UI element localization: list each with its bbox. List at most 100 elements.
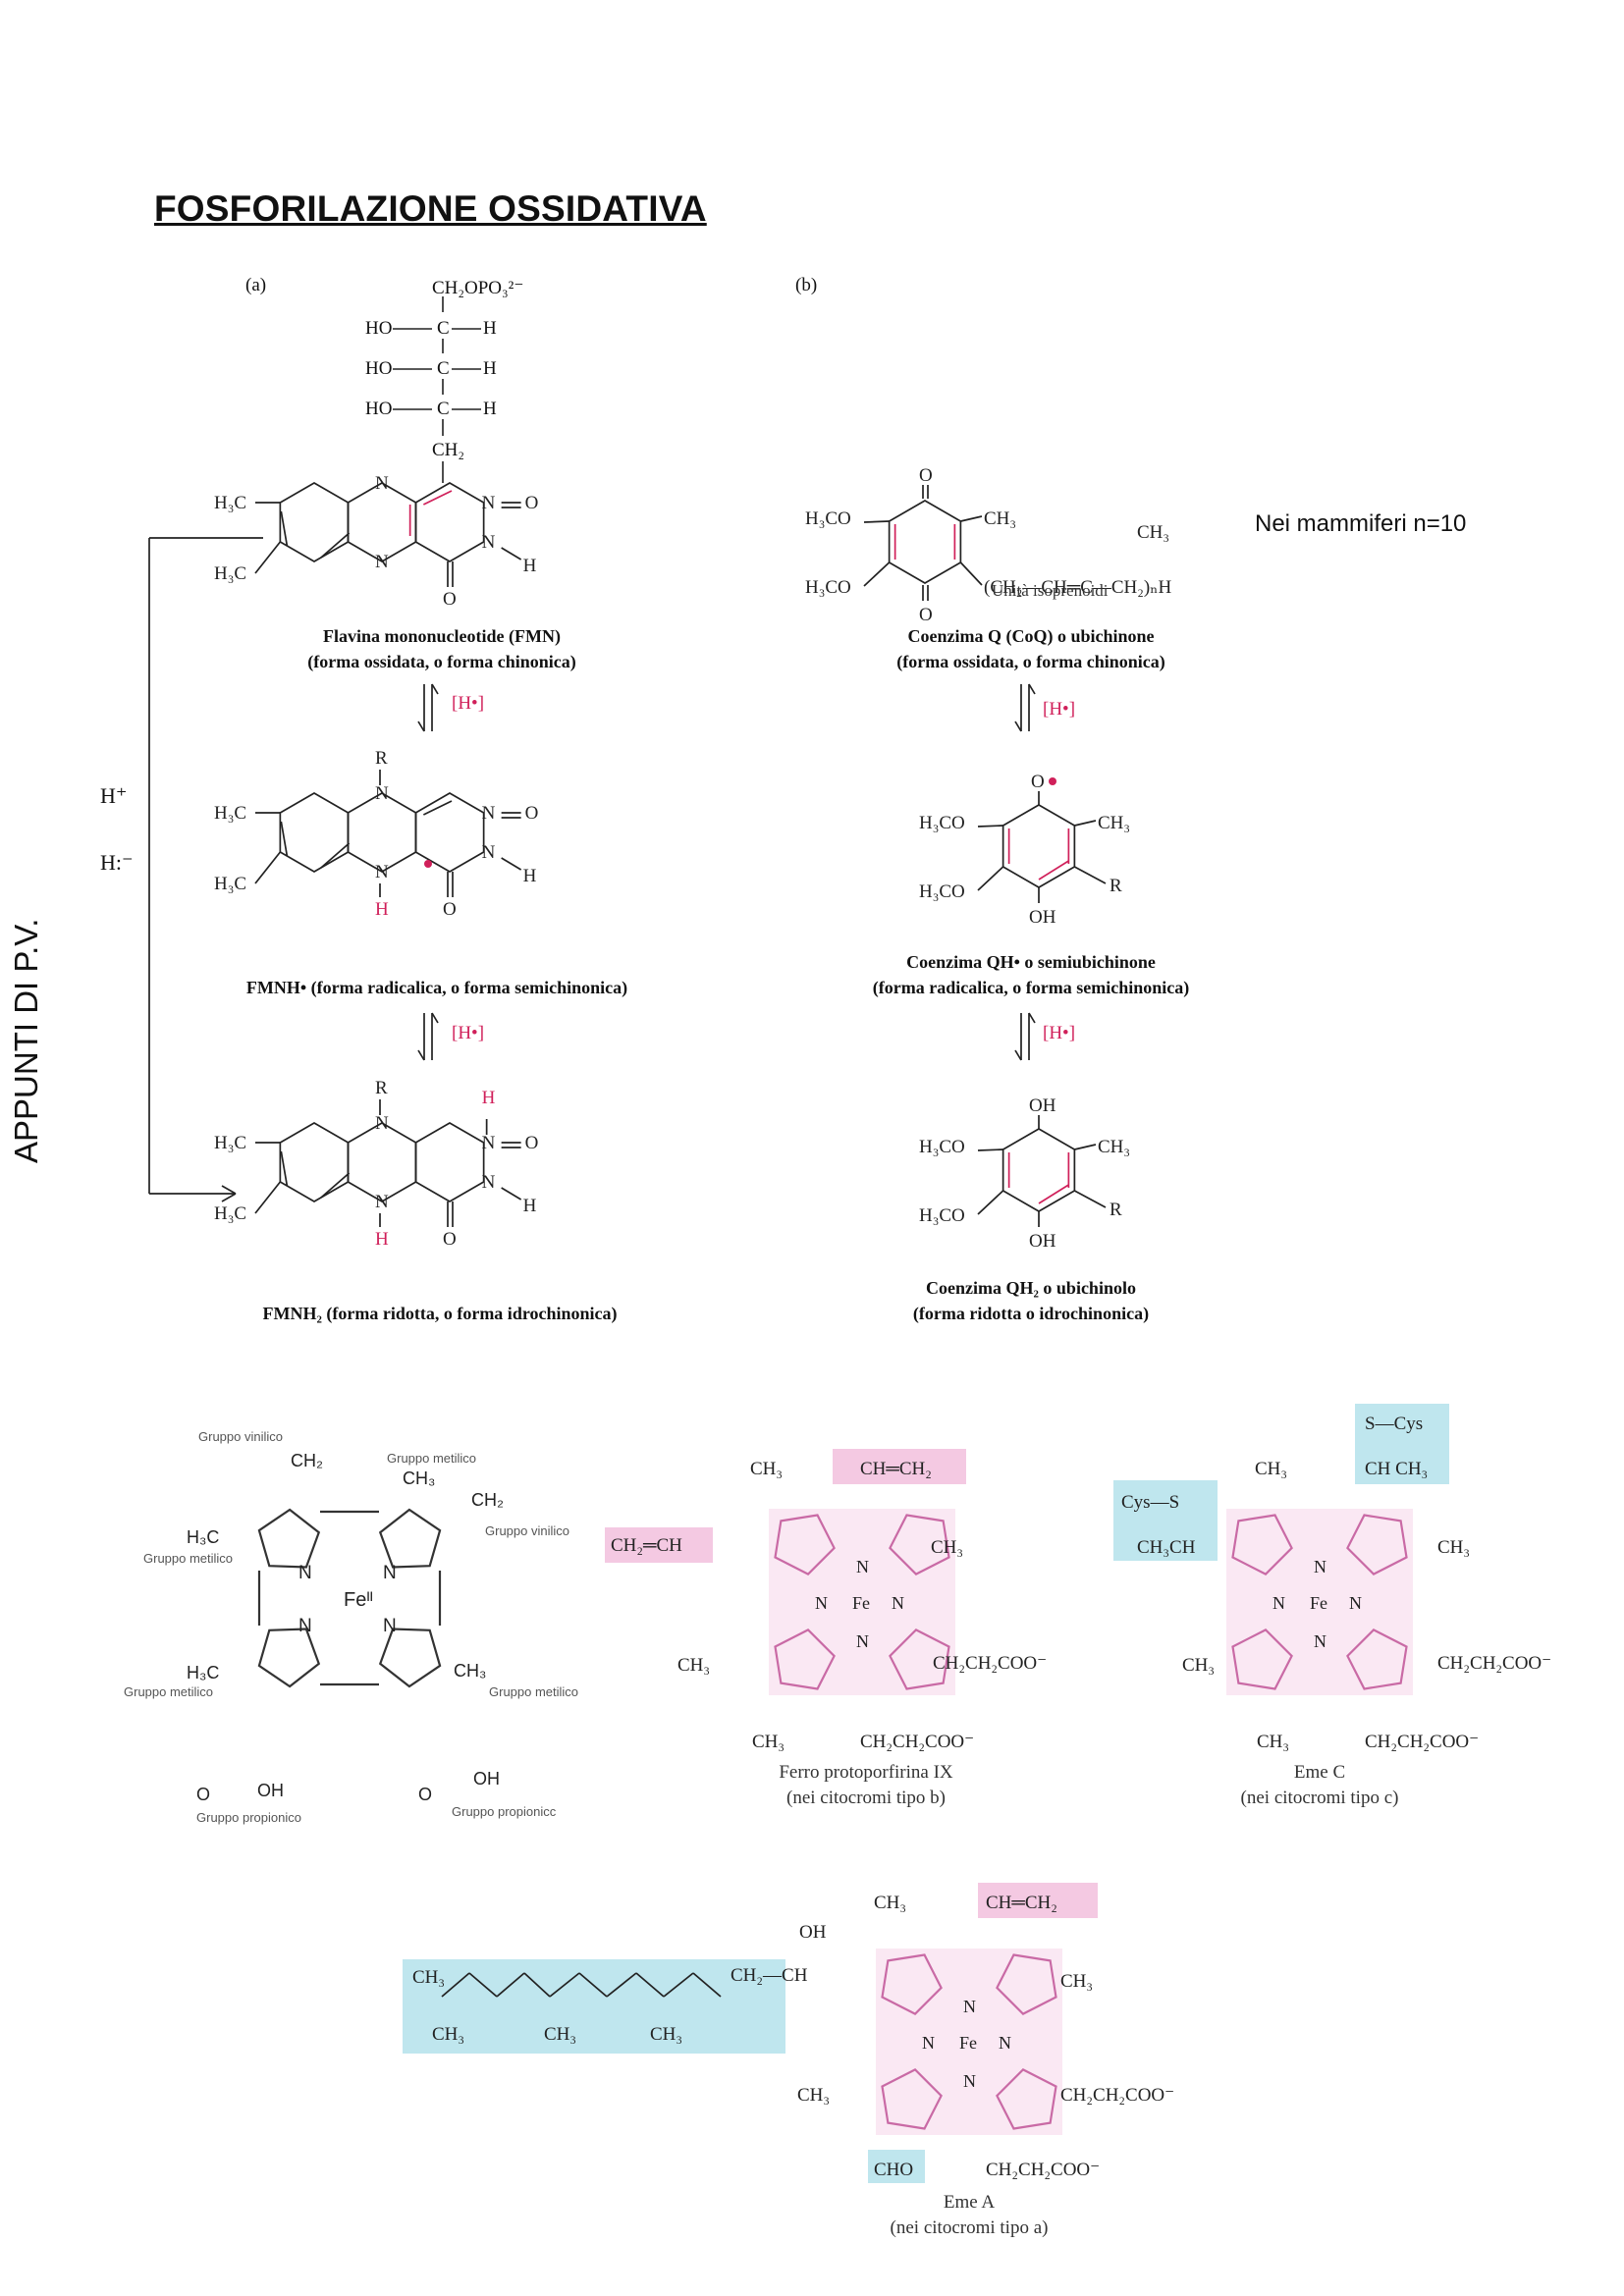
fmnh2-bond: [254, 1181, 282, 1214]
heme-b-vinyl-top: CH═CH₂: [860, 1459, 932, 1479]
heme-c-s-cys-top: S—Cys: [1365, 1414, 1423, 1434]
eq-arrow-a2-head: [417, 1049, 425, 1061]
coqh2-bond: [1074, 1144, 1097, 1150]
ribityl-h-2: H: [483, 358, 497, 379]
coqh-rad-bond: [1073, 866, 1107, 884]
coqh-rad-bond: [977, 825, 1003, 828]
h-radical-b-1: [H•]: [1043, 699, 1076, 720]
heme-a-farnesyl-ch3-4: CH₃: [650, 2024, 682, 2045]
heme-b-ch3-4: CH₃: [752, 1732, 785, 1752]
heme-c-cys-top-highlight: [1355, 1404, 1449, 1484]
heme-c-pyrrole-1: [1231, 1514, 1293, 1575]
fmnh-rad-double-bond: [320, 842, 351, 869]
fmnh2-methyl-2: H₃C: [214, 1203, 246, 1224]
heme-a-ch2ch: CH₂—CH: [731, 1965, 808, 1986]
fmnh-rad-o4: O: [443, 899, 457, 920]
h-radical-a-2: [H•]: [452, 1023, 485, 1043]
fmnh2-o4: O: [443, 1229, 457, 1250]
heme-c-pyrrole-2: [1346, 1514, 1408, 1575]
eq-arrow-a2-head2: [431, 1012, 439, 1024]
ribityl-ho-3: HO: [365, 399, 393, 419]
eq-arrow-a1-head: [417, 721, 425, 732]
heme-a-pyrrole-1: [881, 1953, 943, 2015]
heme-generic-oh-1: OH: [257, 1781, 284, 1800]
fmnh-rad-n3: N: [482, 842, 496, 863]
fmnh-rad-ring-benzene: [279, 792, 350, 873]
heme-generic-oh-2: OH: [473, 1769, 500, 1789]
fmn-bond: [501, 547, 522, 561]
heme-c-caption-2: (nei citocromi tipo c): [1240, 1788, 1399, 1808]
fmnh-rad-double-bond: [422, 800, 453, 816]
heme-b-ch3-2: CH₃: [931, 1537, 963, 1558]
fmnh-rad-ring-pyrazine: [347, 792, 417, 873]
heme-a-farnesyl-bond: [692, 1972, 722, 1998]
heme-a-prop-1: CH₂CH₂COO⁻: [1060, 2085, 1174, 2106]
heme-c-cys-left-highlight: [1113, 1480, 1218, 1561]
heme-a-farnesyl-bond: [441, 1972, 470, 1998]
ribityl-h-3: H: [483, 399, 497, 419]
heme-a-cho: CHO: [874, 2160, 913, 2180]
heme-generic-o-1: O: [196, 1785, 210, 1804]
heme-a-pyrrole-2: [996, 1953, 1057, 2015]
ribityl-h-1: H: [483, 318, 497, 339]
coqh2-r-group: R: [1110, 1200, 1122, 1220]
ribityl-ho-2: HO: [365, 358, 393, 379]
coqh2-double-bond: [1038, 1184, 1069, 1204]
heme-c-ch3-3: CH₃: [1182, 1655, 1215, 1676]
coqh-rad-double-bond: [1038, 860, 1069, 881]
eq-arrow-b2-head2: [1028, 1012, 1036, 1024]
fmn-ring-benzene: [279, 482, 350, 562]
eq-arrow-b1-head2: [1028, 683, 1036, 695]
heme-generic-label-methyl-4: Gruppo metilico: [489, 1684, 578, 1699]
heme-b-n-left: N: [815, 1593, 828, 1613]
ribityl-c-2: C: [437, 358, 450, 379]
heme-a-farnesyl-bond: [496, 1972, 525, 1998]
fmn-n3: N: [482, 532, 496, 553]
heme-a-farnesyl-bond: [663, 1972, 694, 1998]
ribityl-c-3: C: [437, 399, 450, 419]
fmn-double-bond: [422, 490, 453, 506]
heme-a-farnesyl-ch3-1: CH₃: [412, 1967, 445, 1988]
side-hplus: H⁺: [100, 783, 128, 808]
heme-generic-pyrrole-2: [378, 1508, 442, 1569]
heme-c-chch3-top: CH CH₃: [1365, 1459, 1428, 1479]
heme-c-fe: Fe: [1310, 1593, 1327, 1613]
heme-c-n-bottom: N: [1314, 1631, 1326, 1651]
heme-c-ch3-2: CH₃: [1437, 1537, 1470, 1558]
fmn-n1: N: [482, 493, 496, 513]
coqh-rad-caption-1: Coenzima QH• o semiubichinone: [906, 952, 1156, 972]
coqh-rad-o-top: O: [1031, 772, 1045, 792]
fmnh-rad-h3: H: [523, 866, 537, 886]
heme-a-farnesyl-bond: [523, 1972, 551, 1998]
heme-b-vinyl-left-highlight: [605, 1527, 713, 1563]
coq-caption-1: Coenzima Q (CoQ) o ubichinone: [907, 626, 1155, 646]
heme-generic-label-propionic-2: Gruppo propionicc: [452, 1804, 557, 1819]
heme-c-n-left: N: [1272, 1593, 1285, 1613]
coq-chain: (CH₂—CH═C—CH₂)ₙH: [984, 577, 1171, 598]
heme-a-porphyrin-highlight: [876, 1949, 1062, 2135]
panel-b-label: (b): [795, 275, 818, 295]
heme-b-prop-1: CH₂CH₂COO⁻: [933, 1653, 1047, 1674]
coqh2-methoxy-2: H₃CO: [919, 1205, 965, 1226]
heme-generic-label-vinyl-2: Gruppo vinilico: [485, 1523, 569, 1538]
coq-chain-ch3: CH₃: [1137, 522, 1169, 543]
coqh-rad-oh-bottom: OH: [1029, 907, 1056, 928]
fmnh2-ring-pyrimidine: [414, 1122, 485, 1202]
coq-methoxy-2: H₃CO: [805, 577, 851, 598]
heme-b-n-right: N: [892, 1593, 904, 1613]
heme-a-cho-highlight: [868, 2150, 925, 2183]
fmn-double-bond: [280, 510, 289, 547]
fmn-caption-2: (forma ossidata, o forma chinonica): [307, 652, 576, 671]
heme-c-prop-2: CH₂CH₂COO⁻: [1365, 1732, 1479, 1752]
coqh2-oh-top: OH: [1029, 1095, 1056, 1116]
heme-a-vinyl-top-highlight: [978, 1883, 1098, 1918]
heme-b-prop-2: CH₂CH₂COO⁻: [860, 1732, 974, 1752]
h-radical-a-1: [H•]: [452, 693, 485, 714]
fmnh-rad-h5: H: [375, 899, 389, 920]
heme-generic-h3c-1: H₃C: [187, 1527, 219, 1547]
heme-b-fe: Fe: [852, 1593, 870, 1613]
fmn-methyl-2: H₃C: [214, 563, 246, 584]
heme-generic-label-methyl-3: Gruppo metilico: [124, 1684, 213, 1699]
h-radical-b-2: [H•]: [1043, 1023, 1076, 1043]
heme-generic-ch2-2: CH₂: [471, 1490, 504, 1510]
